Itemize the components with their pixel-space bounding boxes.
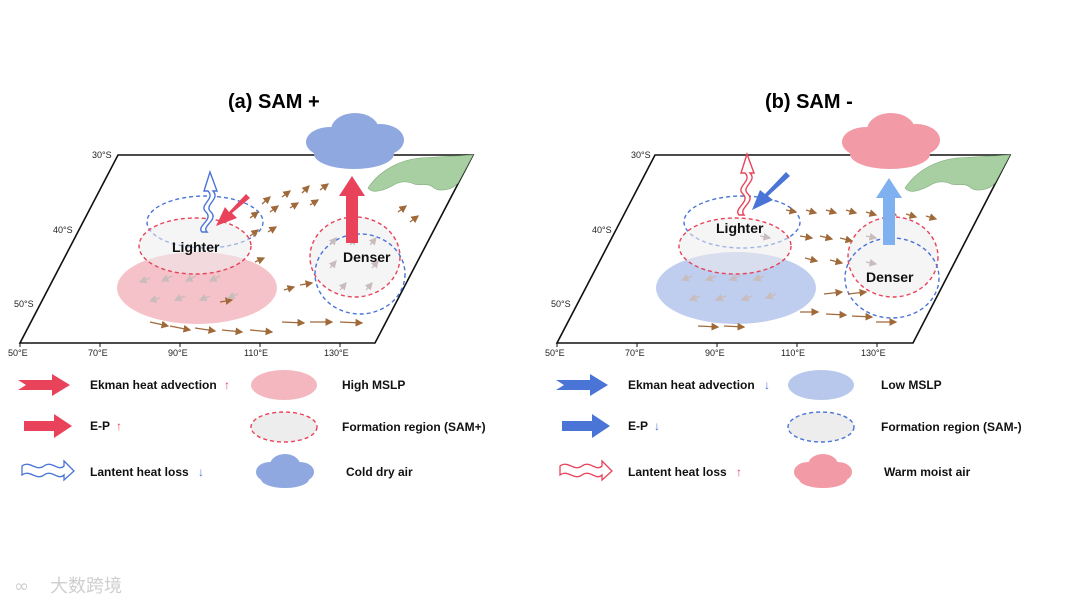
legend-b-formation-icon — [787, 411, 855, 443]
panel-b-lon-110: 110°E — [781, 348, 805, 358]
legend-a-ekman-up-icon: ↑ — [224, 378, 230, 392]
panel-b-lat-50: 50°S — [551, 299, 571, 309]
panel-b-denser-label: Denser — [866, 269, 914, 285]
panel-b-lat-30: 30°S — [631, 150, 651, 160]
legend-b-latent-label: Lantent heat loss — [628, 465, 727, 479]
panel-a-ticks — [19, 343, 341, 347]
legend-a-ep-up-icon: ↑ — [116, 419, 122, 433]
legend-a-formation-icon — [250, 411, 318, 443]
watermark: ∞ 大数跨境 — [14, 576, 122, 597]
legend-a-air-label: Cold dry air — [346, 465, 413, 479]
legend-a: Ekman heat advection ↑ E-P ↑ Lantent hea… — [18, 370, 486, 488]
panel-a-lat-40: 40°S — [53, 225, 73, 235]
panel-b-warm-moist-air-cloud — [842, 113, 940, 169]
panel-b-lon-130: 130°E — [861, 348, 886, 358]
panel-b-grey-vectors — [680, 232, 878, 302]
panel-b-latent-heat-arrow — [737, 151, 756, 216]
panel-b-australia-land — [904, 154, 1011, 192]
legend-b-ekman-icon — [556, 374, 608, 396]
panel-b: (b) SAM - — [545, 91, 1012, 358]
legend-b: Ekman heat advection ↓ E-P ↓ Lantent hea… — [556, 370, 1022, 488]
panel-a-latent-heat-arrow — [200, 169, 219, 233]
panel-a-ep-arrow — [339, 176, 365, 243]
watermark-text: 大数跨境 — [50, 576, 122, 597]
legend-a-ekman-label: Ekman heat advection — [90, 378, 217, 392]
panel-b-lat-40: 40°S — [592, 225, 612, 235]
legend-a-cloud-icon — [256, 454, 314, 488]
panel-a-title: (a) SAM + — [228, 91, 320, 113]
panel-b-title: (b) SAM - — [765, 91, 853, 113]
panel-a-formation-ring-blue — [146, 195, 264, 249]
panel-a-ekman-arrow — [216, 194, 250, 226]
panel-a-ekman-vectors — [149, 183, 420, 336]
panel-a-lat-50: 50°S — [14, 299, 34, 309]
legend-a-high-mslp-label: High MSLP — [342, 378, 405, 392]
legend-a-latent-down-icon: ↓ — [198, 465, 204, 479]
legend-b-low-mslp-label: Low MSLP — [881, 378, 942, 392]
panel-a-denser-label: Denser — [343, 249, 391, 265]
panel-b-formation-ring-red — [678, 217, 792, 275]
panel-b-ep-arrow — [876, 178, 902, 245]
panel-b-formation-ring-blue — [683, 195, 801, 249]
panel-b-ekman-arrow — [752, 172, 790, 210]
legend-b-cloud-icon — [794, 454, 852, 488]
panel-a-high-mslp — [117, 252, 277, 324]
legend-b-ep-icon — [562, 414, 610, 438]
legend-b-air-label: Warm moist air — [884, 465, 971, 479]
panel-b-lon-70: 70°E — [625, 348, 645, 358]
legend-b-ekman-down-icon: ↓ — [764, 378, 770, 392]
legend-b-low-mslp-icon — [788, 370, 854, 400]
panel-a-lon-70: 70°E — [88, 348, 108, 358]
panel-a: (a) SAM + — [8, 91, 475, 358]
legend-a-latent-icon — [21, 459, 75, 482]
panel-b-lighter-label: Lighter — [716, 220, 764, 236]
panel-a-lon-90: 90°E — [168, 348, 188, 358]
panel-b-lon-90: 90°E — [705, 348, 725, 358]
panel-a-lon-110: 110°E — [244, 348, 268, 358]
legend-a-high-mslp-icon — [251, 370, 317, 400]
panel-a-lon-50: 50°E — [8, 348, 28, 358]
panel-b-low-mslp — [656, 252, 816, 324]
panel-a-lat-30: 30°S — [92, 150, 112, 160]
legend-b-latent-icon — [559, 459, 613, 482]
legend-a-formation-label: Formation region (SAM+) — [342, 420, 486, 434]
legend-a-latent-label: Lantent heat loss — [90, 465, 189, 479]
legend-a-ekman-icon — [18, 374, 70, 396]
legend-b-ekman-label: Ekman heat advection — [628, 378, 755, 392]
panel-a-formation-region-lighter — [138, 217, 252, 275]
panel-a-lighter-label: Lighter — [172, 239, 220, 255]
panel-a-cold-dry-air-cloud — [306, 113, 404, 169]
panel-b-ticks — [556, 343, 878, 347]
panel-a-formation-ring-blue-2 — [314, 233, 406, 315]
legend-a-ep-icon — [24, 414, 72, 438]
legend-b-latent-up-icon: ↑ — [736, 465, 742, 479]
panel-a-lon-130: 130°E — [324, 348, 349, 358]
panel-a-australia-land — [367, 154, 474, 192]
legend-b-ep-down-icon: ↓ — [654, 419, 660, 433]
legend-b-formation-label: Formation region (SAM-) — [881, 420, 1022, 434]
legend-a-ep-label: E-P — [90, 419, 110, 433]
watermark-logo-icon: ∞ — [14, 576, 29, 597]
panel-b-lon-50: 50°E — [545, 348, 565, 358]
legend-b-ep-label: E-P — [628, 419, 648, 433]
